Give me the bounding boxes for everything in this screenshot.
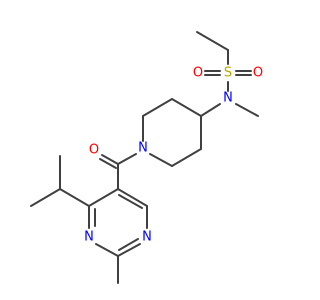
- sulfonyl-sulfur-label: S: [224, 66, 232, 81]
- sulfonyl-oxygen-left-label: O: [193, 66, 203, 81]
- molecule-structure: S O O N N O N N: [30, 31, 263, 284]
- bond-carbonyl-o-b: [99, 158, 117, 169]
- carbonyl-oxygen-label: O: [89, 143, 99, 158]
- pyrimidine-nitrogen-right-label: N: [142, 230, 152, 245]
- bond-pip-c2b-c3b: [171, 148, 202, 167]
- bond-ethyl-ch3-ch2: [196, 31, 229, 51]
- bond-n-piperidine-c4: [200, 103, 221, 117]
- bond-pyr-c5-c6-inner: [118, 194, 143, 209]
- bond-carbonyl-o-a: [101, 154, 119, 165]
- bond-pip-n-c2b: [149, 153, 173, 167]
- sulfonyl-oxygen-right-label: O: [253, 66, 263, 81]
- bond-pip-c4-c3a: [171, 98, 202, 117]
- piperidine-nitrogen-label: N: [138, 141, 148, 156]
- molecule-diagram: S O O N N O N N: [30, 31, 264, 284]
- bond-pip-c3a-c2a: [142, 98, 173, 117]
- bond-c4-isopropyl-ch: [59, 188, 90, 207]
- bond-pyr-n1-c2-inner: [118, 238, 139, 251]
- bond-pyr-n1-c2: [117, 243, 141, 257]
- bond-isopropyl-ch-me1: [30, 188, 61, 207]
- bond-pyr-c2-n3: [95, 243, 119, 257]
- bond-pyr-c5-c6: [117, 188, 148, 207]
- bond-pip-n-carbonyl: [117, 153, 137, 165]
- bond-pyr-c4-c5: [88, 188, 119, 207]
- pyrimidine-nitrogen-left-label: N: [84, 230, 94, 245]
- bond-n-methyl: [235, 103, 259, 117]
- sulfonamide-nitrogen-label: N: [223, 91, 233, 106]
